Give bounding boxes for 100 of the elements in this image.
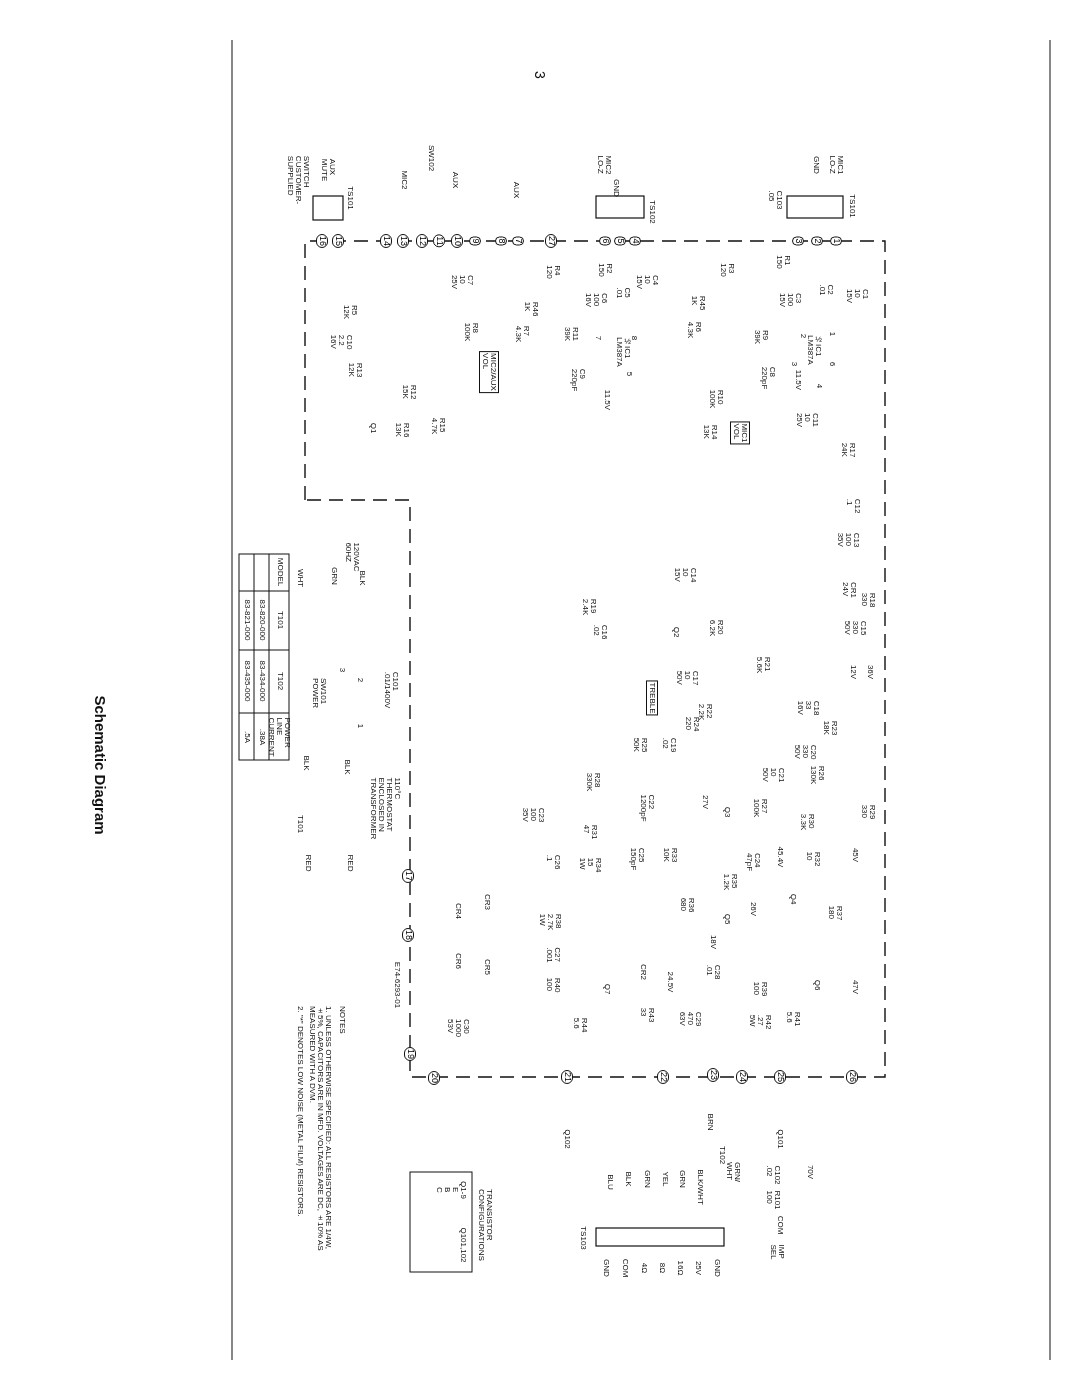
component-label: C27 .001 [545,947,561,963]
component-label: AUX [512,181,520,199]
component-label: 24.5V [666,971,674,993]
component-label: C26 .1 [545,854,561,870]
component-label: Q4 [789,893,797,905]
component-label: RED [346,854,354,872]
component-label: SW102 [427,144,435,172]
component-label: C14 10 15V [673,567,697,583]
component-label: SWITCH CUSTOMER- SUPPLIED [286,155,310,205]
component-label: R39 100 [752,981,768,997]
component-label: .38A [258,728,266,746]
component-label: 2 [356,677,364,683]
component-label: R1 150 [775,255,791,269]
component-label: CR3 [483,894,491,910]
component-label: WHT [296,568,304,588]
component-label: R43 33 [639,1007,655,1023]
component-label: R8 100K [463,322,479,342]
component-label: C2 .01 [818,284,834,296]
component-label: ½IC1 LM387A [615,337,631,367]
component-label: 45.4V [776,846,784,868]
component-label: GRN [330,567,338,585]
component-label: 4Ω [640,1262,648,1274]
terminal-number: 8 [495,236,507,246]
component-label: C10 2.2 16V [329,334,353,350]
component-label: C8 220pF [760,366,776,390]
component-label: Q102 [563,1129,571,1149]
component-label: R42 .27 5W [748,1014,772,1030]
component-label: 110°C THERMOSTAT ENCLOSED IN TRANSFORMER [369,777,401,842]
component-label: 11.5V [603,389,611,411]
component-label: MIC1 LO-Z [828,155,844,175]
component-label: R24 220 [684,716,700,732]
component-label: 4 [815,383,823,389]
component-label: 70V [806,1164,814,1180]
terminal-number: 3 [792,236,804,246]
component-label: 83-821-000 [243,599,251,641]
terminal-number: 22 [657,1070,669,1084]
component-label: 8Ω [658,1262,666,1274]
component-label: C30 1000 53V [446,1019,470,1037]
component-label: R30 3.3K [799,813,815,831]
component-label: C12 .1 [845,498,861,514]
terminal-number: 20 [428,1071,440,1085]
component-label: C29 470 63V [678,1011,702,1027]
component-label: MIC2 LO-Z [596,155,612,175]
component-label: 83-820-000 [258,599,266,641]
component-label: 1 [828,331,836,337]
component-label: R29 330 [860,804,876,820]
component-label: C13 100 35V [836,532,860,548]
component-label: R12 15K [401,384,417,400]
component-label: T102 [718,1145,726,1165]
component-label: R14 13K [702,424,718,440]
component-label: R4 120 [545,265,561,279]
terminal-number: 9 [469,236,481,246]
component-label: C15 330 50V [843,620,867,636]
component-label: R2 150 [597,263,613,277]
component-label: 1 [356,723,364,729]
component-label: R31 47 [582,824,598,840]
component-label: C7 10 25V [450,274,474,290]
component-label: T101 [296,814,304,834]
component-label: GND [713,1259,721,1277]
component-label: R32 10 [805,851,821,867]
component-label: C102 .02 [765,1165,781,1185]
note-text: 2. "*" DENOTES LOW NOISE (METAL FILM) RESISTORS. [296,1006,304,1219]
terminal-number: 6 [599,236,611,246]
component-label: MIC2 [400,170,408,190]
component-label: R11 39K [563,326,579,342]
terminal-number: 7 [512,236,524,246]
component-label: BLK [302,755,310,771]
terminal-number: 23 [707,1068,719,1082]
component-label: ½IC1 LM387A [806,335,822,365]
control-label: MIC1 VOL [730,421,750,445]
component-label: R45 1K [690,295,706,311]
component-label: R34 15 1W [578,857,602,873]
component-label: R6 4.3K [686,321,702,339]
component-label: BLK [358,570,366,586]
component-label: R37 180 [827,905,843,921]
component-label: CR5 [483,959,491,975]
component-label: R44 5.6 [572,1017,588,1033]
component-label: 11.5V [794,369,802,391]
component-label: 36V [866,664,874,680]
component-label: R19 2.4K [581,598,597,616]
component-label: C23 100 35V [521,807,545,823]
component-label: Q3 [723,806,731,818]
terminal-number: 16 [316,234,328,248]
component-label: C18 33 16V [796,700,820,716]
component-label: C21 10 50V [761,767,785,783]
control-label: MIC2/AUX VOL [479,351,499,393]
component-label: R25 50K [632,737,648,753]
component-label: Q101,102 [459,1227,467,1263]
component-label: R23 18K [822,720,838,736]
component-label: 83-435-000 [243,660,251,702]
component-label: 45V [851,847,859,863]
component-label: TS102 [648,200,656,224]
terminal-number: 15 [332,234,344,248]
component-label: C25 150pF [629,847,645,871]
component-label: Q2 [672,626,680,638]
component-label: BLK/WHT [696,1169,704,1205]
component-label: R10 100K [708,389,724,409]
component-label: C24 47pF [745,852,761,872]
note-text: 1. UNLESS OTHERWISE SPECIFIED: ALL RESISTORS ARE 1/4W, ±5%, CAPACITORS ARE IN MFD. VOLTAGES ARE DC, ±10% AS MEASURED WITH A DVM. [308,1006,332,1253]
component-label: R13 12K [347,362,363,378]
